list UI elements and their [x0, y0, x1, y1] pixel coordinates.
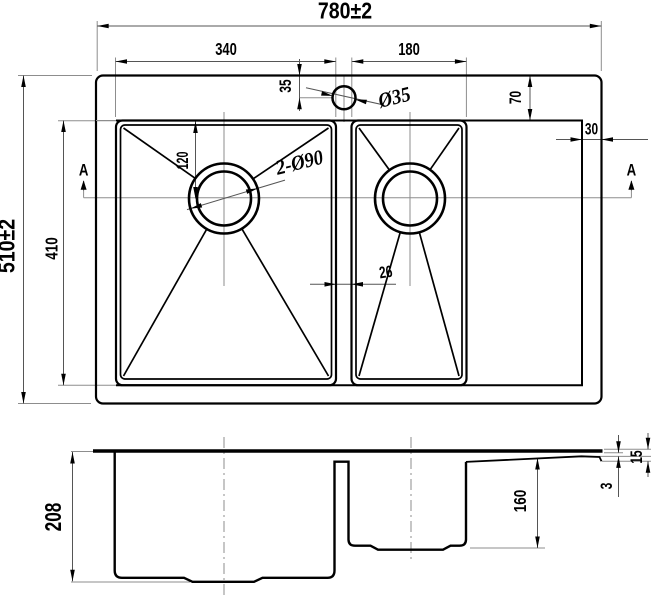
section-arrow-right [628, 180, 635, 190]
dim-drain-holes: 2-Ø90 [272, 146, 325, 180]
left-bowl-inner [119, 124, 333, 380]
dim-right-ledge: 30 [585, 121, 598, 139]
right-bowl-inner [355, 124, 463, 380]
section-underside-line [465, 455, 603, 463]
arrowhead [21, 392, 26, 404]
left-drain-hole-inner [195, 170, 253, 227]
arrowhead [97, 23, 109, 29]
dim-edge-thickness: 3 [598, 483, 616, 490]
object-line [429, 127, 460, 171]
sink-outer-edge [94, 74, 603, 405]
arrowhead [21, 75, 26, 87]
object-line [252, 127, 329, 180]
left-bowl-outer [114, 119, 338, 387]
arrowhead [454, 59, 467, 64]
arrowhead [351, 282, 363, 287]
section-label-right: A [627, 161, 637, 180]
dim-right-bowl-depth: 160 [511, 490, 530, 513]
object-line [122, 228, 208, 377]
arrowhead [324, 59, 336, 64]
arrowhead [61, 373, 66, 386]
arrowhead [535, 458, 540, 470]
arrowhead [527, 75, 533, 87]
right-bowl-slope-lines [358, 127, 460, 377]
arrowhead [324, 282, 336, 287]
arrowhead [297, 64, 302, 76]
right-drain-hole-outer [373, 162, 447, 235]
arrowhead [61, 120, 66, 132]
arrowhead [527, 109, 533, 121]
dim-bowl-length: 410 [43, 237, 62, 260]
dim-overall-height: 208 [42, 503, 67, 532]
section-bowl-profile [113, 451, 468, 583]
left-bowl-slope-lines [122, 127, 330, 377]
arrowhead [351, 59, 364, 64]
left-drain-hole-outer [187, 162, 261, 235]
recess-outline [116, 119, 583, 387]
object-line [241, 228, 330, 377]
dimension-line [186, 179, 286, 211]
arrowhead [535, 536, 540, 548]
faucet-hole [331, 84, 357, 111]
arrowhead [645, 437, 651, 450]
dimension-line [305, 87, 385, 106]
plan-view [94, 74, 603, 405]
arrowhead [601, 137, 613, 142]
right-drain-hole-inner [381, 170, 439, 227]
arrowhead [616, 441, 621, 453]
section-view [93, 449, 603, 583]
arrowhead [297, 97, 302, 110]
centerlines [83, 76, 632, 595]
object-line [123, 127, 196, 180]
dim-overall-depth: 510±2 [0, 219, 20, 273]
arrowhead [193, 121, 198, 133]
dim-faucet-offset: 35 [277, 79, 295, 92]
arrowhead [589, 23, 602, 29]
dim-bowl-gap: 26 [378, 263, 394, 283]
arrowhead [570, 137, 582, 142]
dim-drain-offset: 120 [173, 151, 192, 169]
dim-overall-width: 780±2 [318, 0, 372, 24]
dim-right-bowl-width: 180 [398, 40, 420, 60]
object-line [358, 231, 402, 377]
dim-faucet-hole: Ø35 [375, 83, 413, 114]
arrowhead [616, 456, 621, 468]
arrowhead [70, 569, 75, 582]
section-label-left: A [79, 161, 89, 180]
dim-left-bowl-width: 340 [215, 40, 237, 60]
dim-top-ledge: 70 [507, 91, 525, 104]
arrowhead [70, 452, 75, 464]
dim-rim-height: 15 [628, 450, 646, 463]
object-line [358, 127, 391, 171]
right-bowl-outer [350, 119, 468, 387]
object-line [418, 231, 460, 377]
section-arrow-left [80, 180, 87, 190]
arrowhead [115, 59, 127, 64]
